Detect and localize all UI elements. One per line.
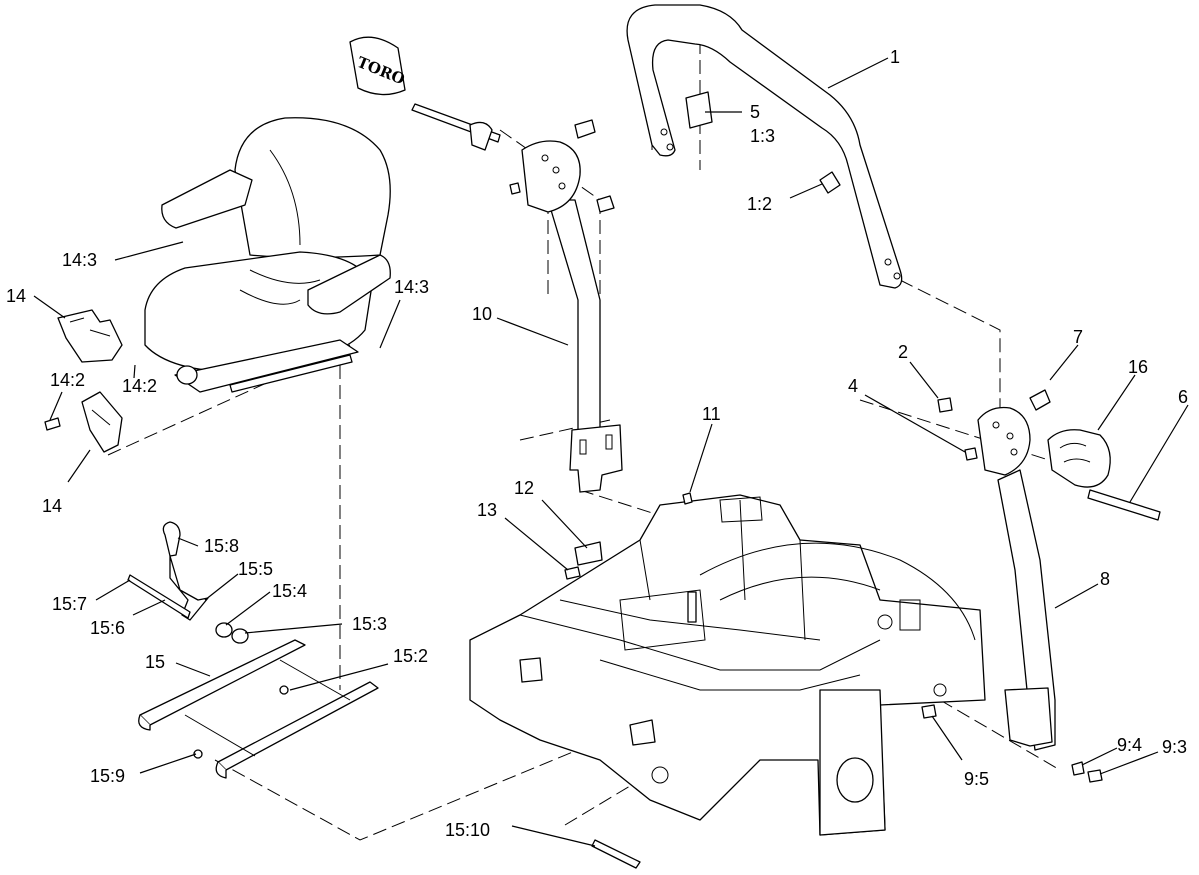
callout-11: 11 xyxy=(702,404,721,424)
left-rollbar-upright xyxy=(547,199,623,493)
hinge-bracket-illustration xyxy=(411,103,615,213)
callout-14-2-left: 14:2 xyxy=(50,370,85,390)
rollbar-latch xyxy=(1047,429,1161,521)
callout-14-2-right: 14:2 xyxy=(122,376,157,396)
frame-illustration xyxy=(469,492,1103,869)
callout-1-2: 1:2 xyxy=(747,194,772,214)
right-rollbar-upright xyxy=(937,389,1056,751)
callout-15-10: 15:10 xyxy=(445,820,490,840)
callout-2: 2 xyxy=(898,342,908,362)
callout-1-3: 1:3 xyxy=(750,126,775,146)
callout-15-2: 15:2 xyxy=(393,646,428,666)
callout-15-9: 15:9 xyxy=(90,766,125,786)
callout-5: 5 xyxy=(750,102,760,122)
callout-15: 15 xyxy=(145,652,165,672)
callout-1: 1 xyxy=(890,47,900,67)
callout-14-upper: 14 xyxy=(6,286,26,306)
callout-16: 16 xyxy=(1128,357,1148,377)
callout-13: 13 xyxy=(477,500,497,520)
callout-15-8: 15:8 xyxy=(204,536,239,556)
callout-4: 4 xyxy=(848,376,858,396)
callout-15-4: 15:4 xyxy=(272,581,307,601)
callout-9-5: 9:5 xyxy=(964,769,989,789)
callout-labels: 1 5 1:3 1:2 14:3 14:3 14 14:2 14:2 14 10… xyxy=(6,47,1188,840)
callout-7: 7 xyxy=(1073,327,1083,347)
callout-15-7: 15:7 xyxy=(52,594,87,614)
rollbar-illustration xyxy=(626,4,903,289)
seat-belt-illustration xyxy=(44,309,123,453)
callout-9-4: 9:4 xyxy=(1117,735,1142,755)
seat-rail-illustration xyxy=(127,521,379,779)
callout-14-3-right: 14:3 xyxy=(394,277,429,297)
callout-9-3: 9:3 xyxy=(1162,737,1187,757)
callout-15-5: 15:5 xyxy=(238,559,273,579)
callout-15-6: 15:6 xyxy=(90,618,125,638)
toro-decal: TORO xyxy=(349,36,407,96)
callout-15-3: 15:3 xyxy=(352,614,387,634)
seat-illustration xyxy=(144,117,391,393)
callout-10: 10 xyxy=(472,304,492,324)
callout-14-lower: 14 xyxy=(42,496,62,516)
leader-lines xyxy=(33,57,1189,847)
callout-6: 6 xyxy=(1178,387,1188,407)
callout-12: 12 xyxy=(514,478,534,498)
callout-8: 8 xyxy=(1100,569,1110,589)
callout-14-3-left: 14:3 xyxy=(62,250,97,270)
